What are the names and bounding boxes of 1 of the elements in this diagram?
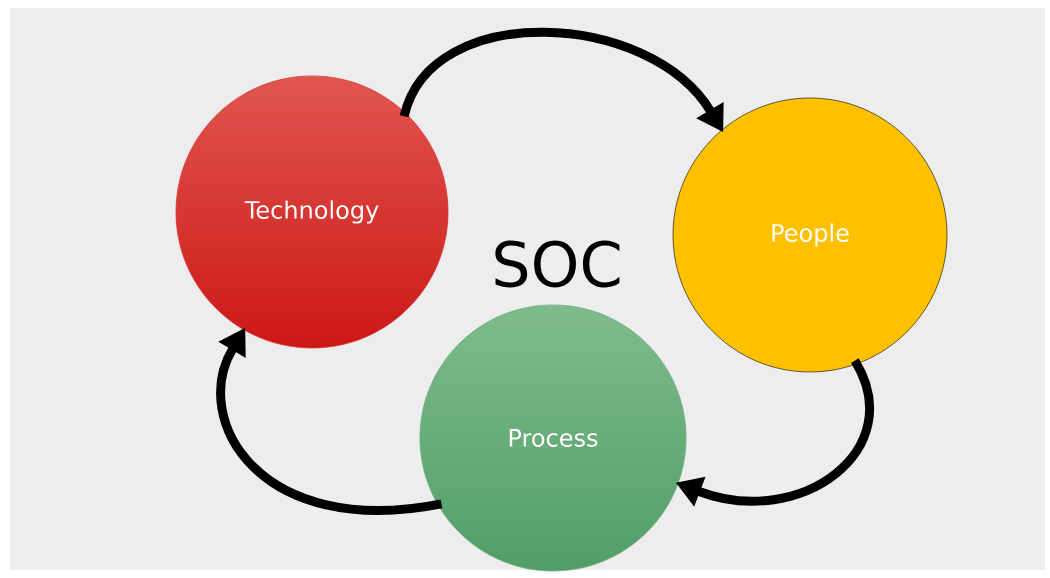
- center-label: SOC: [495, 240, 620, 288]
